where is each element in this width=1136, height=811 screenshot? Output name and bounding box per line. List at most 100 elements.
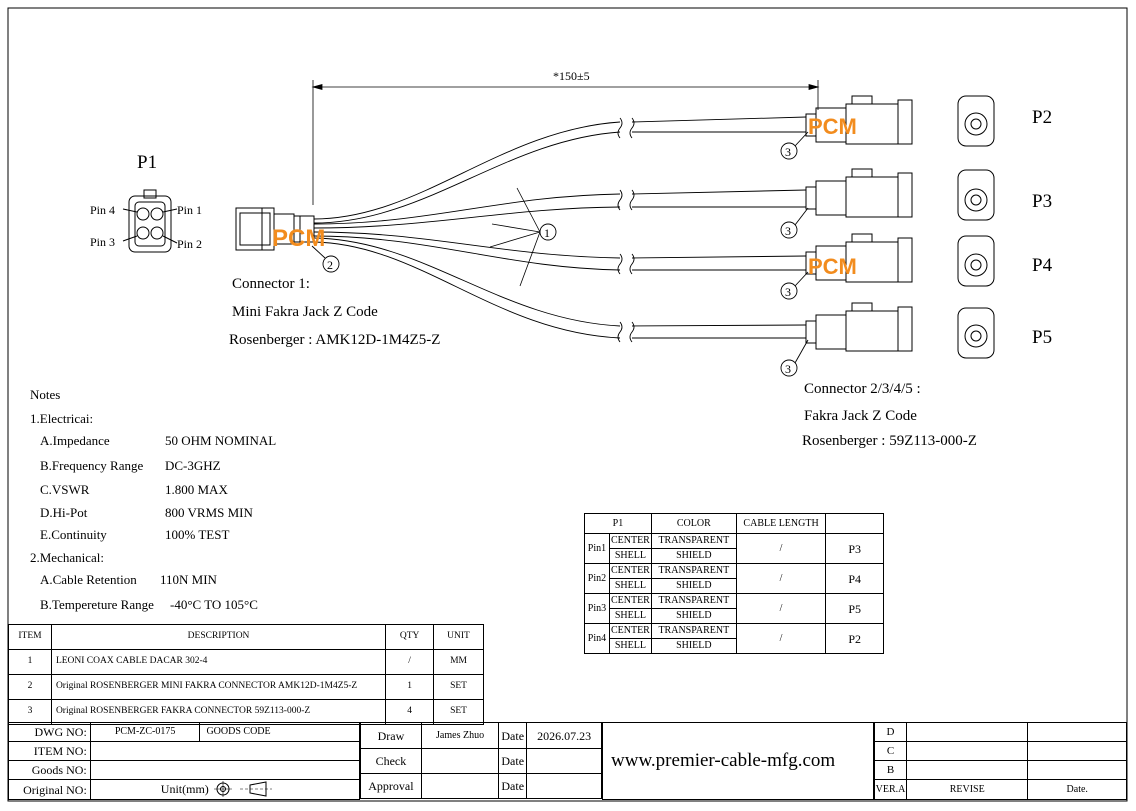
dimension-text: *150±5 — [553, 69, 590, 83]
watermark-logo-2: PCM — [808, 114, 857, 139]
connector2-line3: Rosenberger : 59Z113-000-Z — [802, 433, 977, 449]
balloons — [311, 131, 809, 377]
note-frequency-key: B.Frequency Range — [40, 458, 144, 473]
draw-date: 2026.07.23 — [526, 722, 602, 749]
rev-d: D — [874, 722, 907, 742]
approval-date — [526, 773, 602, 799]
bom-unit: SET — [433, 699, 484, 725]
pin-table-center: CENTER — [608, 563, 652, 579]
connector1-line1: Connector 1: — [232, 276, 310, 292]
notes-mechanical-heading: 2.Mechanical: — [30, 550, 104, 565]
approval-label: Approval — [360, 773, 422, 799]
pin-table-row-pin: Pin3 — [584, 593, 610, 624]
goods-no-value — [89, 760, 361, 780]
p1-face-view — [122, 189, 178, 253]
item-no-value — [89, 741, 361, 761]
note-temperature-key: B.Tempereture Range — [40, 597, 154, 612]
notes-electrical-heading: 1.Electricai: — [30, 411, 94, 426]
note-vswr-value: 1.800 MAX — [165, 482, 228, 497]
note-impedance-key: A.Impedance — [40, 433, 110, 448]
pin-table-row-pin: Pin1 — [584, 533, 610, 564]
pin-table-color2: SHIELD — [650, 608, 737, 624]
bom-description: Original ROSENBERGER MINI FAKRA CONNECTO… — [50, 674, 387, 700]
balloon-2: 2 — [327, 258, 333, 272]
pin-table-shell: SHELL — [608, 638, 652, 654]
bom-item: 1 — [8, 649, 52, 675]
pin-table-center: CENTER — [608, 593, 652, 609]
fakra-face-views — [957, 95, 995, 359]
title-block-signoff: Draw James Zhuo Date 2026.07.23 Check Da… — [360, 722, 602, 799]
original-no-label: Original NO: — [8, 779, 91, 800]
pin-table-color2: SHIELD — [650, 638, 737, 654]
pin-table-row-pin: Pin2 — [584, 563, 610, 594]
check-name — [420, 748, 500, 774]
pin-table-color1: TRANSPARENT — [650, 593, 737, 609]
rev-b: B — [874, 760, 907, 780]
note-retention-value: 110N MIN — [160, 572, 217, 587]
pin-table-row-pin: Pin4 — [584, 623, 610, 654]
note-continuity-value: 100% TEST — [165, 527, 230, 542]
note-frequency-value: DC-3GHZ — [165, 458, 221, 473]
pin3-label: Pin 3 — [90, 235, 115, 249]
pin-table-to: P2 — [825, 623, 884, 654]
pin-table-to: P4 — [825, 563, 884, 594]
pin-table-to: P5 — [825, 593, 884, 624]
note-impedance-value: 50 OHM NOMINAL — [165, 433, 277, 448]
balloon-1-leaders — [489, 187, 541, 287]
note-hipot-value: 800 VRMS MIN — [165, 505, 253, 520]
ver-label: VER.A — [874, 779, 907, 800]
bom-unit: MM — [433, 649, 484, 675]
balloon-3-p4: 3 — [785, 285, 791, 299]
pin-table-shell: SHELL — [608, 578, 652, 594]
bom-unit: SET — [433, 674, 484, 700]
website-text: www.premier-cable-mfg.com — [611, 750, 836, 771]
bom-header-item: ITEM — [8, 624, 52, 650]
balloon-3-p2: 3 — [785, 145, 791, 159]
rev-c: C — [874, 741, 907, 761]
draw-label: Draw — [360, 722, 422, 749]
notes-title: Notes — [30, 387, 61, 402]
pin2-label: Pin 2 — [177, 237, 202, 251]
pin-table-shell: SHELL — [608, 608, 652, 624]
watermark-logo-3: PCM — [808, 254, 857, 279]
note-retention-key: A.Cable Retention — [40, 572, 137, 587]
pin-table-shell: SHELL — [608, 548, 652, 564]
pin-table-center: CENTER — [608, 623, 652, 639]
p3-label: P3 — [1032, 191, 1052, 212]
pin-table-to: P3 — [825, 533, 884, 564]
balloon-1: 1 — [544, 226, 550, 240]
note-temperature-value: -40°C TO 105°C — [170, 597, 258, 612]
pin4-label: Pin 4 — [90, 203, 115, 217]
pin-table-length: / — [735, 533, 827, 564]
pin-table-length: / — [735, 623, 827, 654]
bom-qty: / — [385, 649, 435, 675]
pin-table-header-color: COLOR — [650, 513, 737, 534]
note-continuity-key: E.Continuity — [40, 527, 107, 542]
date-label-approval: Date — [498, 773, 528, 799]
bom-item: 2 — [8, 674, 52, 700]
check-date — [526, 748, 602, 774]
pin1-label: Pin 1 — [177, 203, 202, 217]
balloon-3-p3: 3 — [785, 224, 791, 238]
pin-table-length: / — [735, 593, 827, 624]
p2-label: P2 — [1032, 107, 1052, 128]
date-label-draw: Date — [498, 722, 528, 749]
bom-description: LEONI COAX CABLE DACAR 302-4 — [50, 649, 387, 675]
bom-header-unit: UNIT — [433, 624, 484, 650]
cable-bundle — [313, 116, 807, 343]
bom-header-description: DESCRIPTION — [50, 624, 387, 650]
pin-table-color1: TRANSPARENT — [650, 533, 737, 549]
dimension-150 — [311, 80, 820, 205]
projection-symbol-icon — [213, 780, 274, 799]
pin-table-color2: SHIELD — [650, 548, 737, 564]
revise-label: REVISE — [905, 779, 1029, 800]
pin-table-color2: SHIELD — [650, 578, 737, 594]
dwg-no-value: PCM-ZC-0175 — [89, 722, 201, 742]
pin-table-length: / — [735, 563, 827, 594]
p4-label: P4 — [1032, 255, 1053, 276]
item-no-label: ITEM NO: — [8, 741, 91, 761]
bom-qty: 1 — [385, 674, 435, 700]
connector1-line3: Rosenberger : AMK12D-1M4Z5-Z — [229, 332, 441, 348]
pin-table: P1 COLOR CABLE LENGTH Pin1 CENTER TRANSP… — [584, 513, 884, 654]
